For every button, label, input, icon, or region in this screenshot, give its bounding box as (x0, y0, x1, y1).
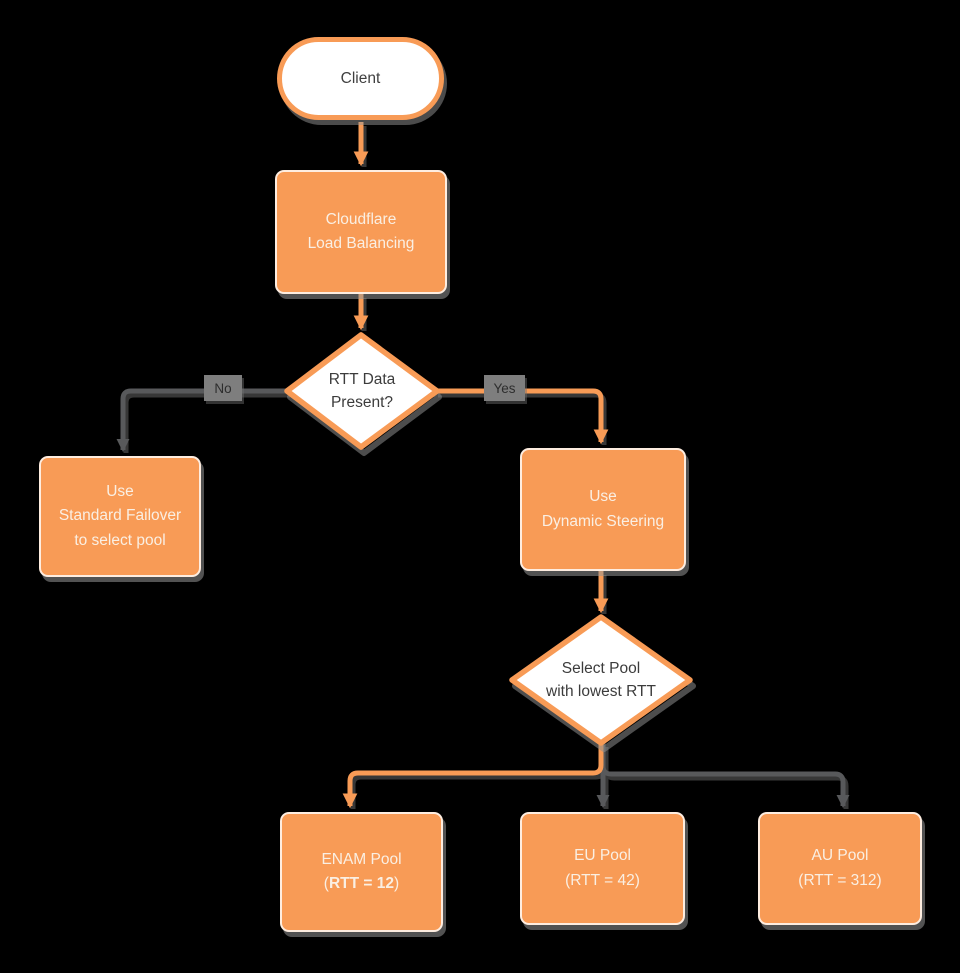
au-line1: AU Pool (811, 847, 869, 865)
diamond-shape (509, 614, 693, 746)
dynsteering-line1: Use (589, 488, 617, 506)
enam-line2: (RTT = 12) (321, 872, 401, 896)
au-line2: (RTT = 312) (798, 871, 882, 889)
node-lb-line2: Load Balancing (307, 235, 415, 252)
enam-rtt-value: RTT = 12 (328, 875, 395, 892)
failover-line1: Use (106, 483, 134, 501)
eu-line2: (RTT = 42) (565, 871, 640, 889)
node-client-label: Client (340, 69, 381, 87)
node-au-pool: AU Pool (RTT = 312) (758, 812, 922, 925)
node-eu-pool: EU Pool (RTT = 42) (520, 812, 685, 925)
edge-label-no-text: No (214, 380, 232, 396)
node-client: Client (277, 37, 444, 120)
node-dynamic-steering: Use Dynamic Steering (520, 448, 686, 571)
edge-selectpool-enam (342, 743, 604, 809)
failover-line2: Standard Failover (58, 507, 182, 525)
node-standard-failover: Use Standard Failover to select pool (39, 456, 201, 577)
node-lb-line1: Cloudflare (325, 210, 397, 228)
edge-label-no: No (204, 375, 242, 401)
enam-line1: ENAM Pool (321, 850, 402, 868)
decision-select-pool-shape (509, 614, 696, 752)
diamond-shape (284, 332, 440, 450)
failover-line3: to select pool (74, 531, 166, 549)
edge-label-yes: Yes (484, 375, 525, 401)
node-enam-pool: ENAM Pool (RTT = 12) (280, 812, 443, 932)
eu-line1: EU Pool (574, 847, 631, 865)
enam-open-paren: ( (323, 875, 329, 892)
enam-close-paren: ) (394, 875, 400, 892)
edge-decision-yes (435, 388, 609, 445)
dynsteering-line2: Dynamic Steering (541, 512, 665, 530)
node-load-balancing: Cloudflare Load Balancing (275, 170, 447, 294)
edge-selectpool-au (600, 743, 850, 808)
decision-rtt-data-shape (284, 332, 442, 456)
edge-label-yes-text: Yes (493, 380, 516, 396)
edge-decision-no (116, 388, 287, 452)
connector-shadows (123, 126, 849, 809)
